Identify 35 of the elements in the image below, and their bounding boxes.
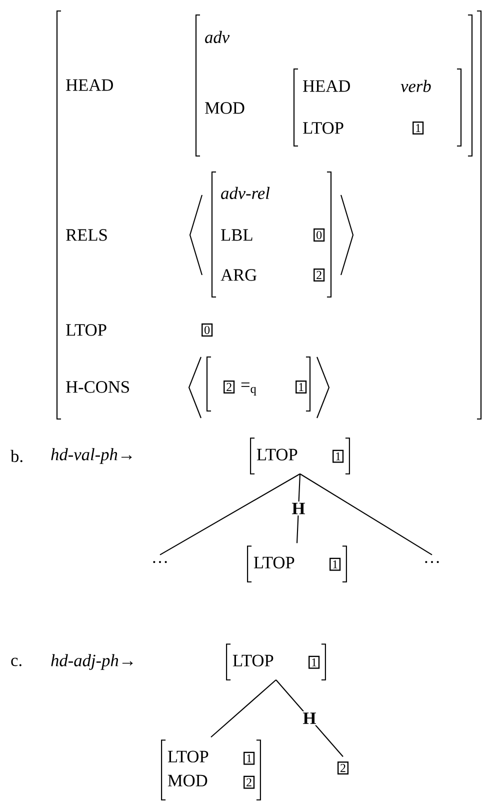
- tree-branch: [210, 679, 276, 738]
- tree-branch: [300, 473, 432, 556]
- type-value: verb: [400, 80, 431, 92]
- feature-structure: LTOP 1 MOD 2: [161, 740, 261, 800]
- feature-name: RELS: [66, 229, 107, 241]
- tag-box: 0: [314, 228, 325, 242]
- feature-name: MOD: [205, 102, 244, 114]
- type-value: adv: [205, 30, 230, 44]
- tree-branch: [296, 474, 301, 544]
- tag-box: 1: [412, 122, 424, 134]
- feature-structure: LTOP 1: [226, 644, 326, 680]
- example-label: =$_{q}$: [241, 382, 256, 396]
- tag-box: 2: [314, 268, 325, 282]
- tag-box: 1: [296, 380, 307, 394]
- feature-name: LBL: [221, 229, 252, 241]
- ellipsis: …: [153, 560, 167, 564]
- example-label: c.: [11, 658, 22, 666]
- type-value: adv-rel: [221, 186, 270, 200]
- feature-structure: LTOP 1: [247, 546, 347, 582]
- feature-name: LTOP: [303, 122, 344, 134]
- tag-box: 2: [224, 380, 235, 394]
- example-label: hd-adj-ph→: [51, 654, 133, 670]
- tag-box: 0: [202, 323, 213, 337]
- feature-name: HEAD: [66, 79, 113, 91]
- ellipsis: …: [425, 560, 439, 564]
- tag-box: 2: [337, 762, 349, 774]
- example-label: hd-val-ph→: [51, 448, 132, 464]
- example-label: b.: [10, 450, 22, 462]
- feature-structure: LTOP 1: [250, 438, 350, 474]
- tree-branch: [160, 473, 300, 556]
- feature-name: ARG: [220, 269, 257, 281]
- feature-name: HEAD: [303, 80, 350, 92]
- tree-branch: [276, 680, 344, 757]
- feature-name: H-CONS: [66, 381, 129, 393]
- feature-name: LTOP: [66, 324, 106, 336]
